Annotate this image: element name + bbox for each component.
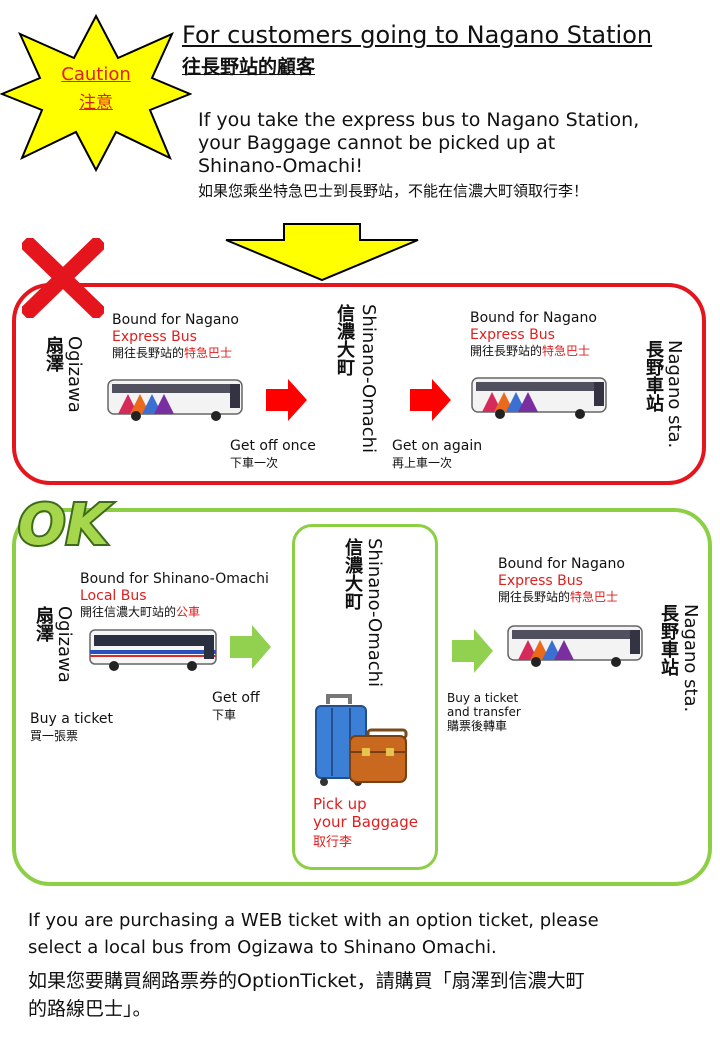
express-bus-icon <box>107 379 243 421</box>
good-leg2-zh-prefix: 開往長野站的 <box>498 590 571 604</box>
good-mid-zh: 信濃大町 <box>342 538 363 610</box>
ok-badge-icon: OK <box>16 492 115 554</box>
page-title-zh: 往長野站的顧客 <box>182 56 316 78</box>
right-arrow-icon <box>410 379 451 421</box>
bad-leg2-zh-prefix: 開往長野站的 <box>470 344 543 358</box>
bad-origin-zh: 扇澤 <box>43 336 64 372</box>
bad-getoff-en: Get off once <box>230 438 316 454</box>
bad-origin-en: Ogizawa <box>64 336 85 413</box>
good-buytransfer-zh: 購票後轉車 <box>447 719 508 733</box>
footer-en-2: select a local bus from Ogizawa to Shina… <box>28 937 497 958</box>
good-origin-en: Ogizawa <box>54 606 75 683</box>
local-bus-icon <box>89 629 217 671</box>
bad-geton-en: Get on again <box>392 438 483 454</box>
bad-geton-zh: 再上車一次 <box>392 456 453 470</box>
bad-route-frame <box>12 283 706 485</box>
caution-star-icon <box>0 13 192 172</box>
bad-getoff-zh: 下車一次 <box>230 456 279 470</box>
good-getoff-en: Get off <box>212 690 260 706</box>
right-arrow-icon <box>452 629 493 673</box>
warning-text-zh: 如果您乘坐特急巴士到長野站，不能在信濃大町領取行李！ <box>198 182 589 200</box>
good-leg1-zh-prefix: 開往信濃大町站的 <box>80 605 177 619</box>
warning-text-3: Shinano-Omachi! <box>198 155 363 177</box>
express-bus-icon <box>507 625 643 667</box>
good-getoff-zh: 下車 <box>212 708 237 722</box>
shinano-omachi-panel <box>292 524 438 870</box>
bad-leg1-zh: 開往長野站的特急巴士 <box>112 346 232 360</box>
cross-icon <box>22 238 104 318</box>
good-leg2-type: Express Bus <box>498 573 583 589</box>
page-title: For customers going to Nagano Station <box>182 21 653 49</box>
good-buy-zh: 買一張票 <box>30 729 79 743</box>
good-leg1-zh-type: 公車 <box>176 605 201 619</box>
good-buytransfer-en-1: Buy a ticket <box>447 691 519 705</box>
pickup-en-1: Pick up <box>313 795 367 813</box>
warning-text-2: your Baggage cannot be picked up at <box>198 132 556 154</box>
good-dest-en: Nagano sta. <box>680 604 701 713</box>
right-arrow-icon <box>266 379 307 421</box>
good-leg2-zh-type: 特急巴士 <box>570 590 619 604</box>
bad-leg1-bound: Bound for Nagano <box>112 312 239 328</box>
bad-dest-en: Nagano sta. <box>664 340 685 449</box>
good-buytransfer-en-2: and transfer <box>447 705 521 719</box>
pickup-zh: 取行李 <box>313 835 353 850</box>
suitcase-icon <box>315 694 408 786</box>
good-mid-en: Shinano-Omachi <box>364 538 385 688</box>
bad-dest-zh: 長野車站 <box>643 340 664 412</box>
bad-mid-zh: 信濃大町 <box>334 304 355 376</box>
bad-leg2-type: Express Bus <box>470 327 555 343</box>
footer-en-1: If you are purchasing a WEB ticket with … <box>28 910 599 931</box>
bad-leg1-zh-prefix: 開往長野站的 <box>112 346 185 360</box>
footer-zh-1: 如果您要購買網路票券的OptionTicket，請購買「扇澤到信濃大町 <box>28 970 585 992</box>
good-dest-zh: 長野車站 <box>658 604 679 676</box>
warning-text-1: If you take the express bus to Nagano St… <box>198 109 640 131</box>
good-leg2-zh: 開往長野站的特急巴士 <box>498 590 618 604</box>
caution-label-zh: 注意 <box>79 93 113 113</box>
good-leg2-bound: Bound for Nagano <box>498 556 625 572</box>
bad-leg2-zh: 開往長野站的特急巴士 <box>470 344 590 358</box>
good-leg1-zh: 開往信濃大町站的公車 <box>80 605 200 619</box>
bad-leg2-bound: Bound for Nagano <box>470 310 597 326</box>
bad-mid-en: Shinano-Omachi <box>358 304 379 454</box>
footer-zh-2: 的路線巴士」。 <box>28 998 152 1020</box>
express-bus-icon <box>471 377 607 419</box>
good-route-frame <box>12 508 712 886</box>
good-origin-zh: 扇澤 <box>33 606 54 642</box>
bad-leg1-zh-type: 特急巴士 <box>184 346 233 360</box>
ok-badge-text: OK <box>18 493 113 554</box>
pickup-en-2: your Baggage <box>313 813 418 831</box>
good-leg1-type: Local Bus <box>80 588 147 604</box>
bad-leg1-type: Express Bus <box>112 329 197 345</box>
down-arrow-icon <box>225 223 419 282</box>
caution-label-en: Caution <box>61 64 131 85</box>
right-arrow-icon <box>230 625 271 669</box>
good-leg1-bound: Bound for Shinano-Omachi <box>80 571 269 587</box>
bad-leg2-zh-type: 特急巴士 <box>542 344 591 358</box>
good-buy-en: Buy a ticket <box>30 711 114 727</box>
